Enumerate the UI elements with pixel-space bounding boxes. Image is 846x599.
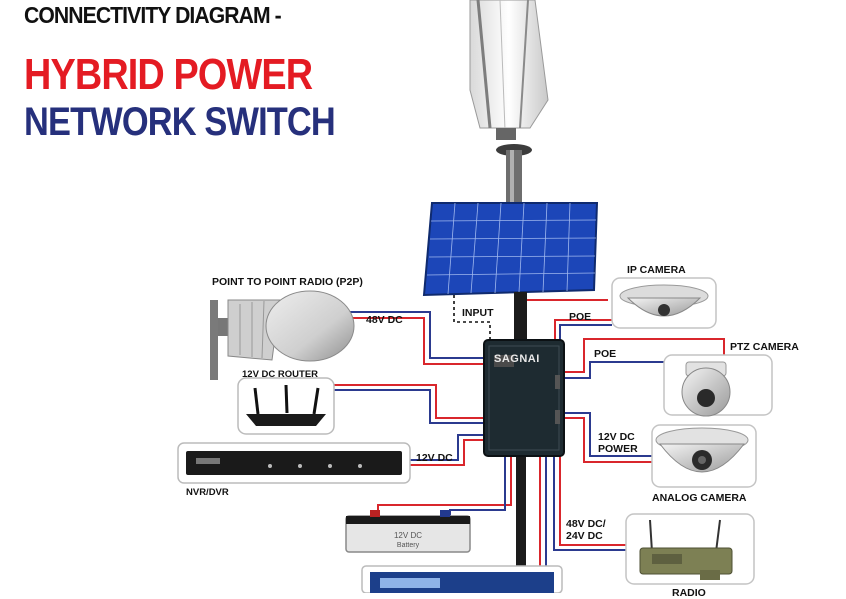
wind-turbine [469,0,549,202]
bottom-equipment [361,565,563,593]
solar-panel [422,202,599,297]
router-device [237,377,335,435]
nvr-12v-dc-label: 12V DC [416,452,453,464]
poe-ip-camera-label: POE [569,311,592,323]
ip-camera-device [611,277,717,329]
p2p-radio-device [210,290,355,380]
diagram-subtitle: CONNECTIVITY DIAGRAM - [24,2,282,28]
ptz-camera-label: PTZ CAMERA [730,341,799,353]
nvr-dvr-label: NVR/DVR [186,487,229,498]
switch-brand-label: SAGNAI [494,353,540,365]
p2p-radio-label: POINT TO POINT RADIO (P2P) [212,276,363,288]
battery-label-line1: 12V DC [394,531,422,540]
ptz-camera-device [663,354,773,417]
ip-camera-label: IP CAMERA [627,264,686,276]
radio-device [625,513,755,585]
title-network-switch: NETWORK SWITCH [24,100,336,144]
nvr-dvr-device [177,442,411,484]
analog-camera-label: ANALOG CAMERA [652,492,747,504]
pole-upper [514,292,527,352]
input-label: INPUT [462,307,494,319]
poe-ptz-camera-label: POE [594,348,617,360]
battery-device [345,510,471,553]
power-12v-line1: 12V DC [598,431,635,443]
wiring [332,299,725,593]
title-hybrid-power: HYBRID POWER [24,50,313,99]
radio-voltage-line2: 24V DC [566,530,603,542]
radio-label: RADIO [672,587,706,599]
router-label: 12V DC ROUTER [242,369,319,380]
analog-camera-device [651,424,757,488]
network-switch-box [483,339,565,457]
pole-lower [516,455,526,593]
battery-label-line2: Battery [397,542,420,549]
radio-voltage-line1: 48V DC/ [566,518,606,530]
power-12v-line2: POWER [598,443,638,455]
p2p-48v-dc-label: 48V DC [366,314,403,326]
